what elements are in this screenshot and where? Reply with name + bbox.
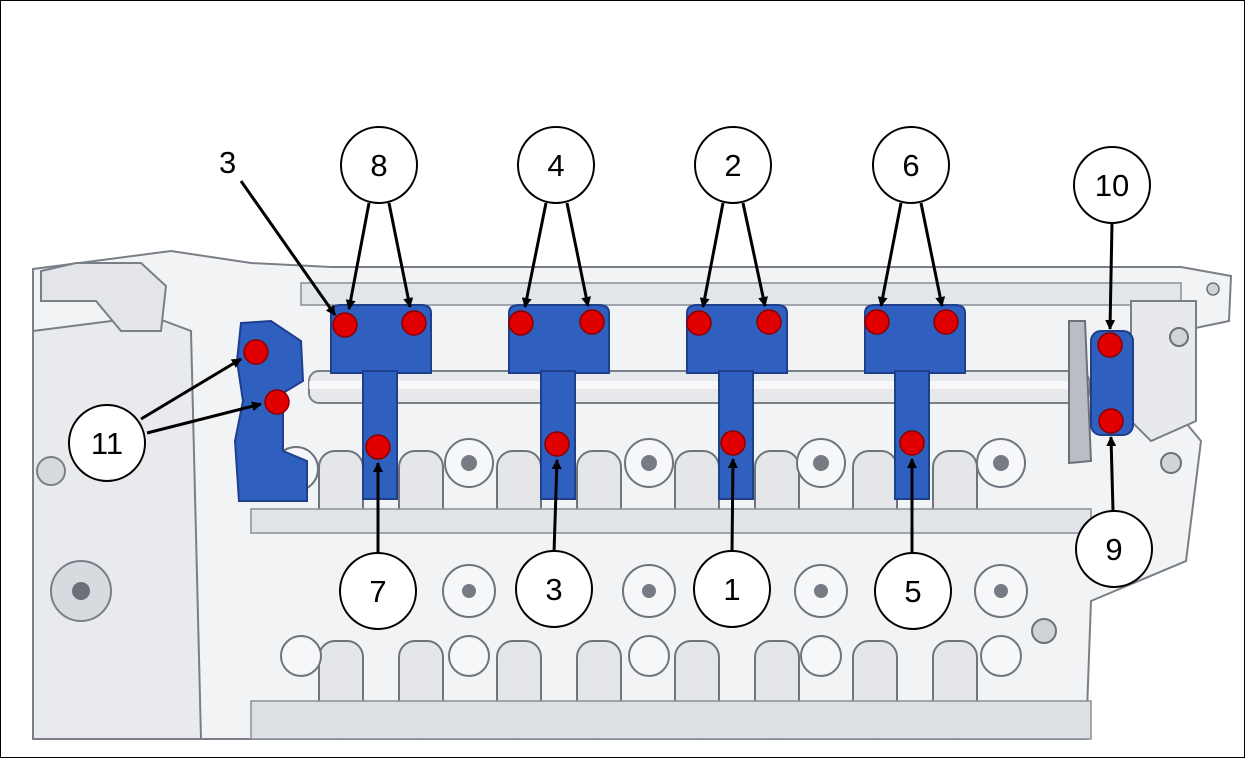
bolt-icon <box>243 339 269 365</box>
bearing-cap-rear <box>1090 330 1134 436</box>
bolt-icon <box>899 430 925 456</box>
callout-10: 10 <box>1073 146 1151 224</box>
callout-9: 9 <box>1075 510 1153 588</box>
callouts: 8 4 2 6 10 11 7 3 <box>68 126 1153 630</box>
callout-9-label: 9 <box>1105 532 1122 567</box>
callout-8: 8 <box>340 126 418 204</box>
callout-1-label: 1 <box>723 572 740 607</box>
bolt-icon <box>332 312 358 338</box>
leader-lines <box>140 180 1117 554</box>
callout-3-label: 3 <box>545 572 562 607</box>
callout-5-label: 5 <box>904 574 921 609</box>
bolt-icon <box>1097 332 1123 358</box>
bolt-icon <box>1098 408 1124 434</box>
callout-7: 7 <box>339 552 417 630</box>
bolt-icon <box>544 431 570 457</box>
callout-4: 4 <box>517 126 595 204</box>
bolt-icon <box>933 309 959 335</box>
plain-label-3: 3 <box>219 145 236 180</box>
bolt-icon <box>579 309 605 335</box>
bolt-icon <box>508 310 534 336</box>
callout-11: 11 <box>68 404 146 482</box>
bolt-icon <box>756 309 782 335</box>
callout-11-label: 11 <box>91 426 123 461</box>
callout-6-label: 6 <box>902 148 919 183</box>
callout-1: 1 <box>693 550 771 628</box>
bolt-icon <box>365 434 391 460</box>
callout-8-label: 8 <box>370 148 387 183</box>
callout-2-label: 2 <box>724 148 741 183</box>
callout-3: 3 <box>515 550 593 628</box>
callout-7-label: 7 <box>369 574 386 609</box>
engine-cylinder-head <box>32 249 1233 740</box>
callout-10-label: 10 <box>1095 168 1129 203</box>
bolt-icon <box>264 389 290 415</box>
bolt-markers <box>243 309 1124 460</box>
callout-5: 5 <box>874 552 952 630</box>
callout-2: 2 <box>694 126 772 204</box>
callout-4-label: 4 <box>547 148 564 183</box>
bolt-icon <box>401 310 427 336</box>
bolt-icon <box>864 309 890 335</box>
bolt-icon <box>720 430 746 456</box>
bolt-icon <box>686 310 712 336</box>
callout-6: 6 <box>872 126 950 204</box>
